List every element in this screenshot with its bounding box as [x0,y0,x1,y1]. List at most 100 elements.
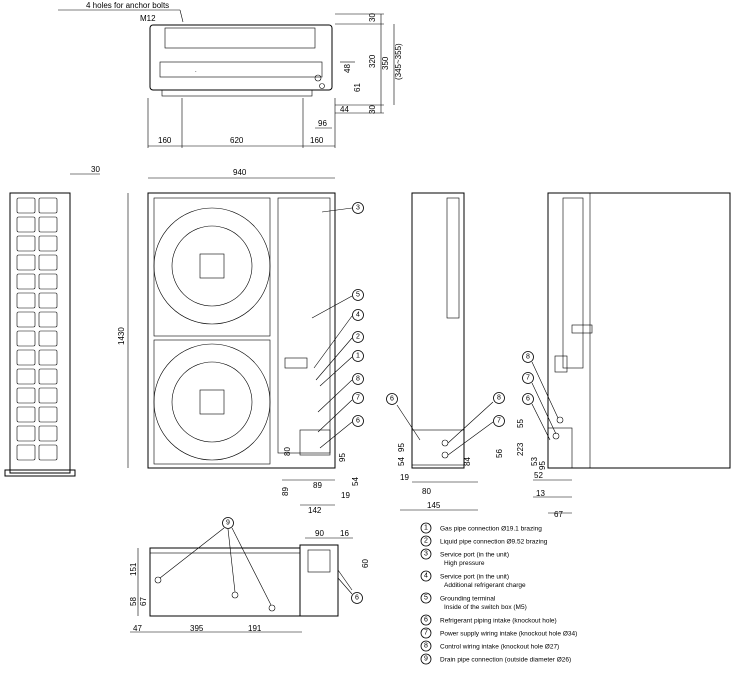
dim-side-54: 54 [397,457,406,466]
svg-text:.: . [195,68,197,74]
legend-marker-3 [420,548,432,560]
legend-number-7: 7 [424,630,428,637]
rear-view: 55 223 53 95 52 13 67 [516,192,731,519]
legend-number-4: 4 [424,573,428,580]
front-view: 940 1430 89 89 142 19 54 95 80 [117,168,360,515]
grille-cell [16,368,36,385]
legend-marker-5 [420,592,432,604]
grille-cell [16,387,36,404]
grille-cell [38,368,58,385]
callout-7-rear: 7 [526,375,530,382]
grille-cell [38,254,58,271]
legend-text-9: Drain pipe connection (outside diameter … [440,657,571,664]
dim-rear-67: 67 [554,510,563,519]
dim-front-89b: 89 [313,481,322,490]
anchor-size: M12 [140,14,156,23]
legend-number-1: 1 [424,525,428,532]
dim-front-80: 80 [283,447,292,456]
legend-marker-7 [420,627,432,639]
dim-rear-223: 223 [516,442,525,456]
callout-6-bottom: 6 [355,595,359,602]
dim-front-width: 940 [233,168,247,177]
grille-cell [16,254,36,271]
callout-8: 8 [356,376,360,383]
dim-bottom-16: 16 [340,529,349,538]
anchor-note: 4 holes for anchor bolts [86,1,169,10]
grille-cell [16,311,36,328]
grille-cell [16,235,36,252]
dim-side-56: 56 [495,449,504,458]
dim-bottom-gap: 30 [368,105,377,114]
legend-subtext-5: Inside of the switch box (M5) [444,604,527,611]
legend-text-4: Service port (in the unit) [440,574,509,581]
grille-cell [16,349,36,366]
grille-cell [38,273,58,290]
dim-bottom-191: 191 [248,624,262,633]
legend-text-2: Liquid pipe connection Ø9.52 brazing [440,539,548,546]
callout-3: 3 [356,205,360,212]
dim-front-89: 89 [281,487,290,496]
grille-cell [38,197,58,214]
grille-cell [38,311,58,328]
dim-depth-range: 350 [381,56,390,70]
dim-rear-55: 55 [516,419,525,428]
grille-cell [38,235,58,252]
legend-text-8: Control wiring intake (knockout hole Ø27… [440,644,559,651]
dim-front-19: 19 [341,491,350,500]
legend-number-3: 3 [424,551,428,558]
callout-8-rear: 8 [526,354,530,361]
callout-2: 2 [356,334,360,341]
callout-4: 4 [356,312,360,319]
grille-cell [38,387,58,404]
legend-marker-2 [420,535,432,547]
dim-rear-95: 95 [538,461,547,470]
grille-cell [16,425,36,442]
dim-top-left: 160 [158,136,172,145]
dim-depth-range2: (345~355) [394,43,403,80]
legend-number-5: 5 [424,595,428,602]
grille-cell [38,425,58,442]
dim-48: 48 [343,64,352,73]
dim-bottom-60: 60 [361,559,370,568]
grille-cell [38,330,58,347]
callout-9: 9 [226,520,230,527]
grille-cell [38,406,58,423]
grille-cell [16,197,36,214]
dim-front-142: 142 [308,506,322,515]
grille-cell [16,216,36,233]
legend-number-9: 9 [424,656,428,663]
legend-subtext-3: High pressure [444,560,485,567]
legend-marker-6 [420,614,432,626]
dim-top-gap: 30 [368,13,377,22]
legend-marker-9 [420,653,432,665]
grille-cell [38,349,58,366]
dim-rear-53: 53 [530,457,539,466]
legend-marker-4 [420,570,432,582]
legend-marker-1 [420,522,432,534]
grille-cell [38,216,58,233]
callout-5: 5 [356,292,360,299]
legend-text-5: Grounding terminal [440,596,496,603]
dim-bottom-90: 90 [315,529,324,538]
grille-cell [16,406,36,423]
grille-cell [38,444,58,461]
dim-depth: 320 [368,54,377,68]
legend-text-3: Service port (in the unit) [440,552,509,559]
legend-number-2: 2 [424,538,428,545]
dim-top-middle: 620 [230,136,244,145]
dim-side-95: 95 [397,443,406,452]
callout-7-side: 7 [497,418,501,425]
legend-number-8: 8 [424,643,428,650]
grille-cell [16,444,36,461]
callout-6-front: 6 [356,418,360,425]
dim-side-80: 80 [422,487,431,496]
callout-markers: 3 5 4 2 1 8 7 6 6 8 7 8 7 6 9 6 [159,202,559,606]
legend-text-7: Power supply wiring intake (knockout hol… [440,631,577,638]
dim-96: 96 [318,119,327,128]
dim-side-19: 19 [400,473,409,482]
legend-number-6: 6 [424,617,428,624]
dim-61: 61 [353,83,362,92]
callout-8-side: 8 [497,395,501,402]
dim-bottom-67: 67 [139,597,148,606]
